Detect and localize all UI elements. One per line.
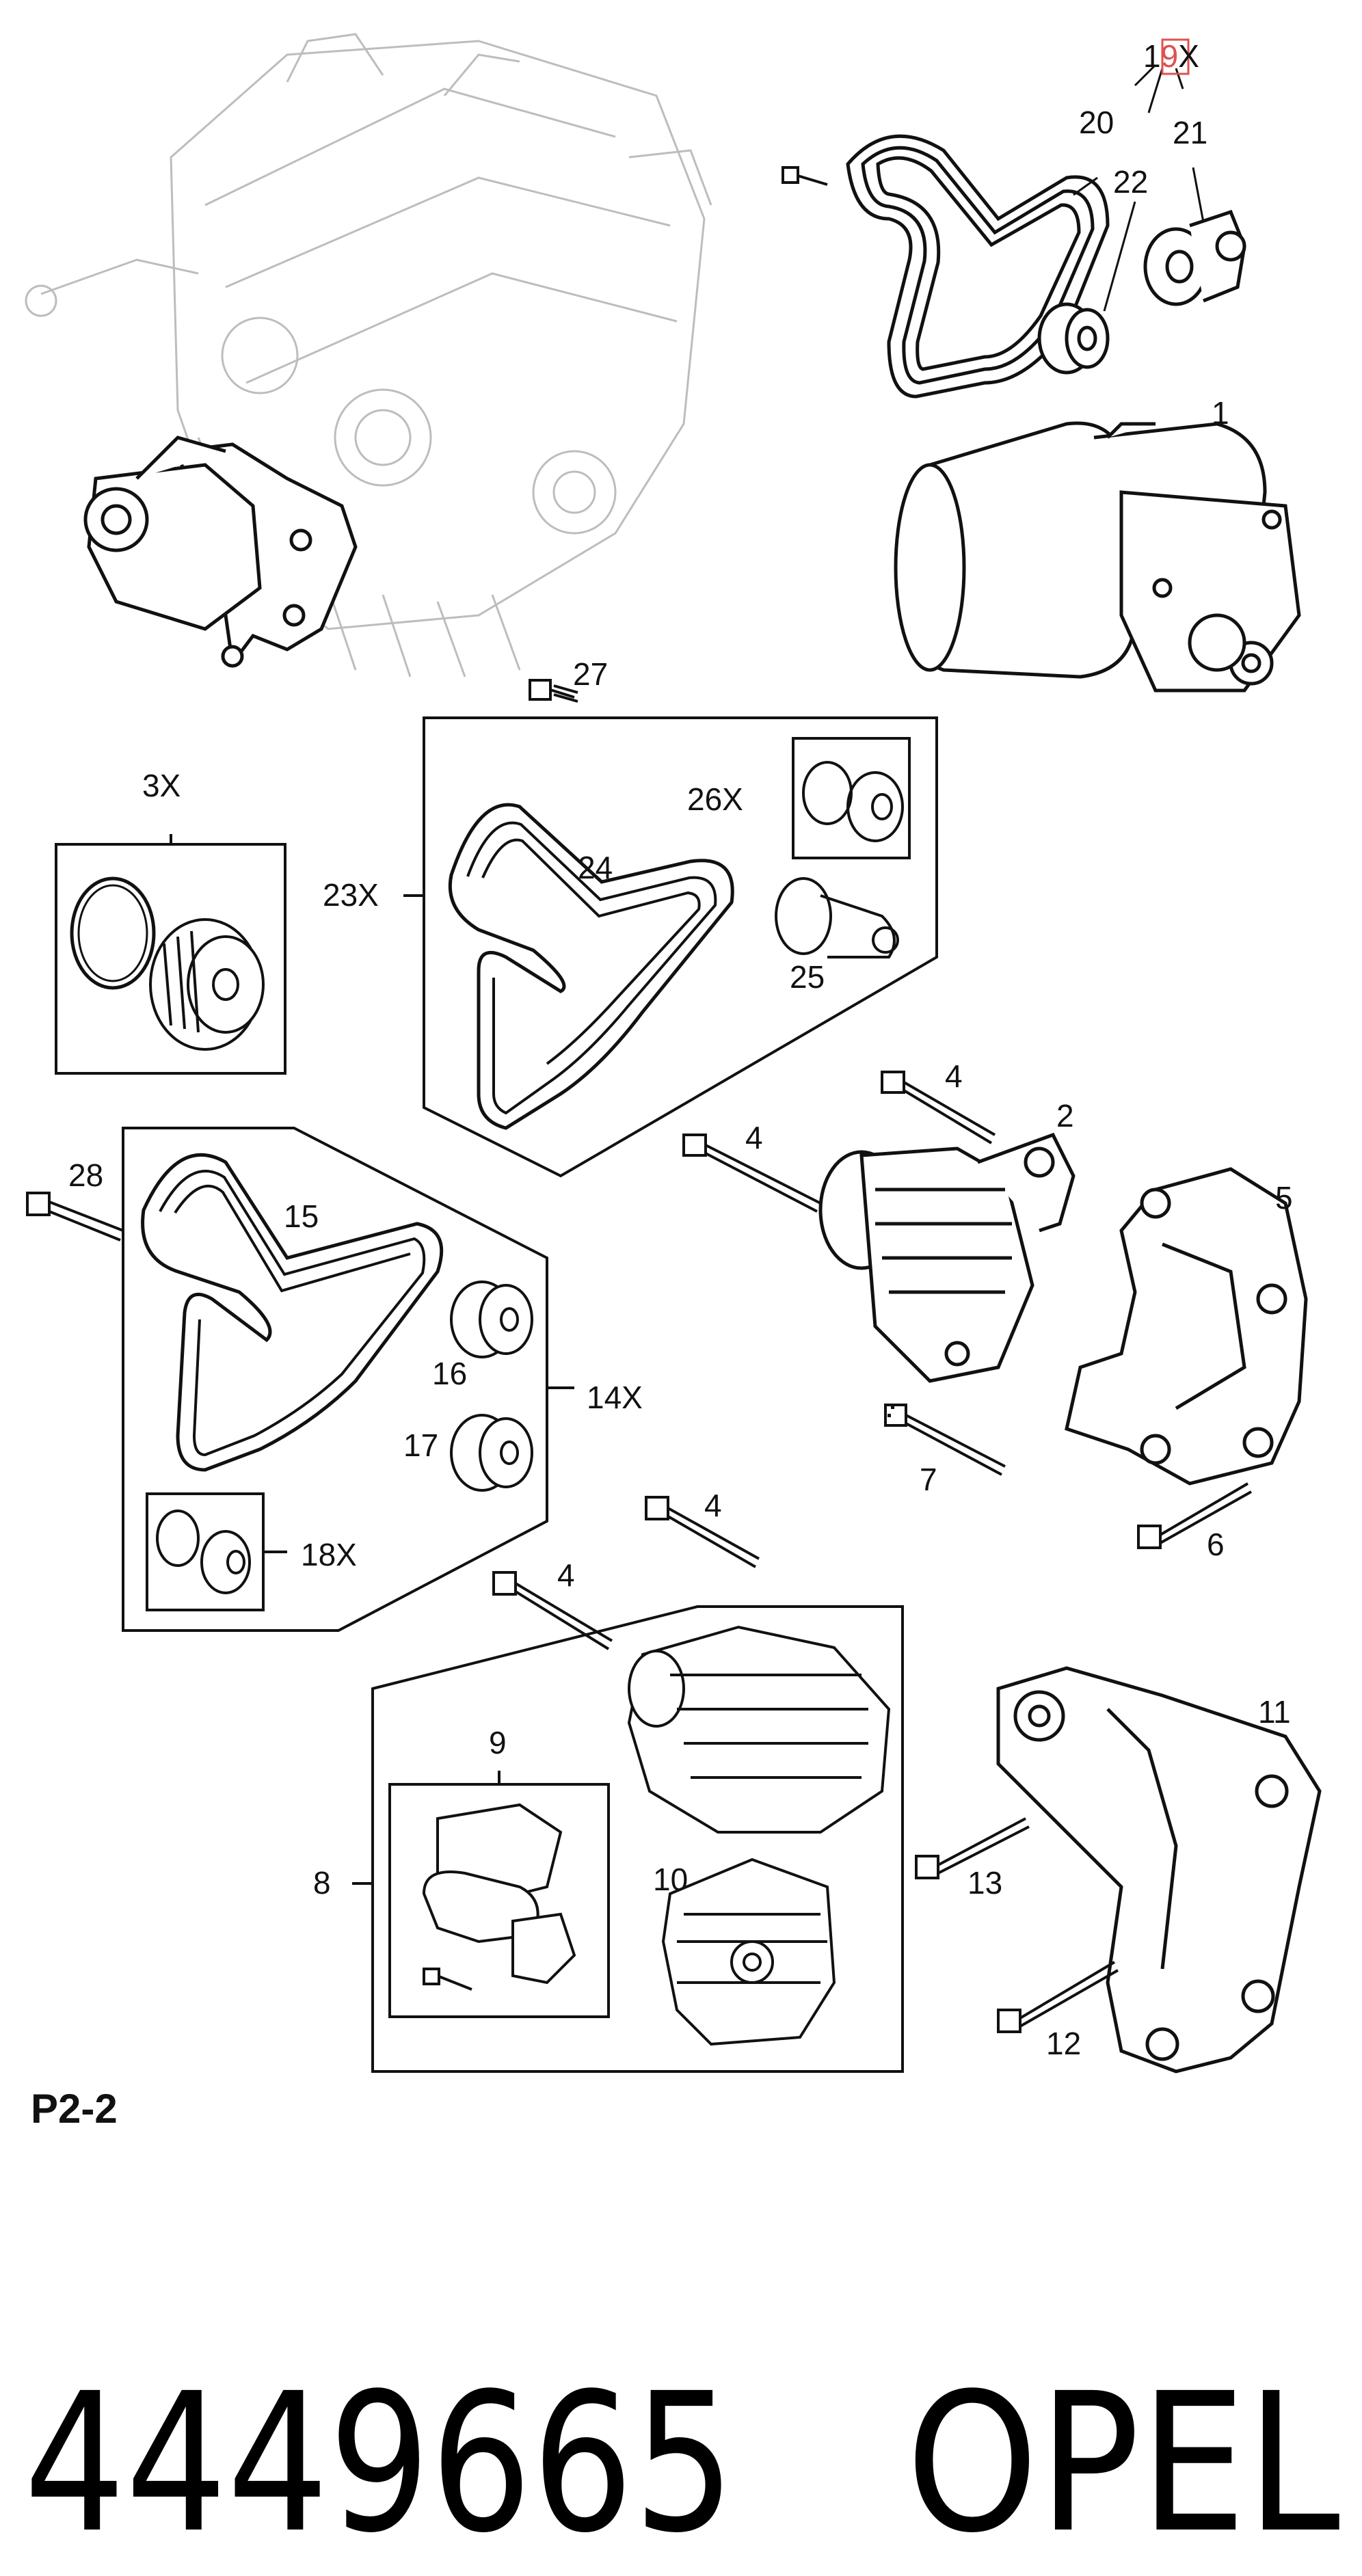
part-number: 4449665 bbox=[24, 2352, 735, 2575]
part-1-starter-motor bbox=[894, 421, 1301, 693]
callout-12: 12 bbox=[1046, 2026, 1081, 2061]
box-3x-pulley-kit bbox=[55, 834, 286, 1075]
callout-26x: 26X bbox=[687, 781, 743, 817]
callout-5: 5 bbox=[1275, 1180, 1293, 1216]
callout-10: 10 bbox=[653, 1862, 688, 1897]
leader-lines bbox=[1073, 64, 1205, 312]
part-5-mounting-bracket bbox=[1065, 1167, 1308, 1486]
box-14x-belt-kit bbox=[122, 1127, 574, 1632]
part-12-13-bolts bbox=[915, 1817, 1119, 2033]
part-11-mounting-bracket bbox=[996, 1666, 1322, 2074]
callout-2: 2 bbox=[1056, 1098, 1074, 1133]
callout-8: 8 bbox=[313, 1865, 331, 1901]
callout-20: 20 bbox=[1079, 105, 1114, 140]
box-8-alternator-assembly bbox=[352, 1605, 904, 2073]
callout-4-c: 4 bbox=[704, 1488, 722, 1523]
callout-21: 21 bbox=[1173, 115, 1207, 150]
callout-4-d: 4 bbox=[557, 1557, 575, 1593]
part-4-bolts-lower bbox=[492, 1496, 760, 1650]
callout-22: 22 bbox=[1113, 164, 1148, 200]
callout-7: 7 bbox=[920, 1462, 937, 1497]
callout-11: 11 bbox=[1258, 1694, 1291, 1730]
part-22-idler-pulley bbox=[1037, 302, 1110, 375]
alternator-on-engine bbox=[83, 435, 358, 668]
part-7-bolt bbox=[891, 1406, 894, 1409]
callout-13: 13 bbox=[967, 1865, 1002, 1901]
callout-25: 25 bbox=[790, 959, 825, 995]
part-2-alternator bbox=[818, 1132, 1076, 1383]
part-20-drive-belt bbox=[846, 134, 1110, 399]
callout-15: 15 bbox=[284, 1198, 319, 1234]
callout-28: 28 bbox=[68, 1157, 103, 1193]
callout-9: 9 bbox=[489, 1725, 507, 1760]
callout-18x: 18X bbox=[301, 1537, 357, 1572]
part-6-7-bolts bbox=[887, 1414, 1252, 1549]
callout-1: 1 bbox=[1212, 395, 1229, 431]
sheet-label: P2-2 bbox=[31, 2086, 118, 2132]
callout-6: 6 bbox=[1207, 1527, 1225, 1562]
highlight-box-19x bbox=[1161, 38, 1190, 75]
callout-23x: 23X bbox=[323, 877, 379, 913]
callout-4-b: 4 bbox=[745, 1120, 763, 1155]
callout-3x: 3X bbox=[142, 768, 181, 803]
part-28-bolt bbox=[26, 1192, 124, 1242]
callout-27: 27 bbox=[573, 656, 608, 692]
part-27-bolt bbox=[529, 679, 578, 703]
callout-16: 16 bbox=[432, 1356, 467, 1391]
callout-17: 17 bbox=[403, 1427, 438, 1463]
box-23x-belt-kit bbox=[403, 716, 938, 1178]
callout-14x: 14X bbox=[587, 1380, 643, 1415]
part-bolt-top bbox=[782, 166, 828, 186]
callout-4-a: 4 bbox=[945, 1058, 963, 1094]
engine-block-ghost bbox=[25, 33, 712, 677]
brand-name: OPEL bbox=[906, 2352, 1341, 2575]
callout-24: 24 bbox=[578, 850, 613, 885]
callout-19x: 19X bbox=[1143, 38, 1199, 74]
part-21-belt-tensioner bbox=[1143, 209, 1246, 306]
